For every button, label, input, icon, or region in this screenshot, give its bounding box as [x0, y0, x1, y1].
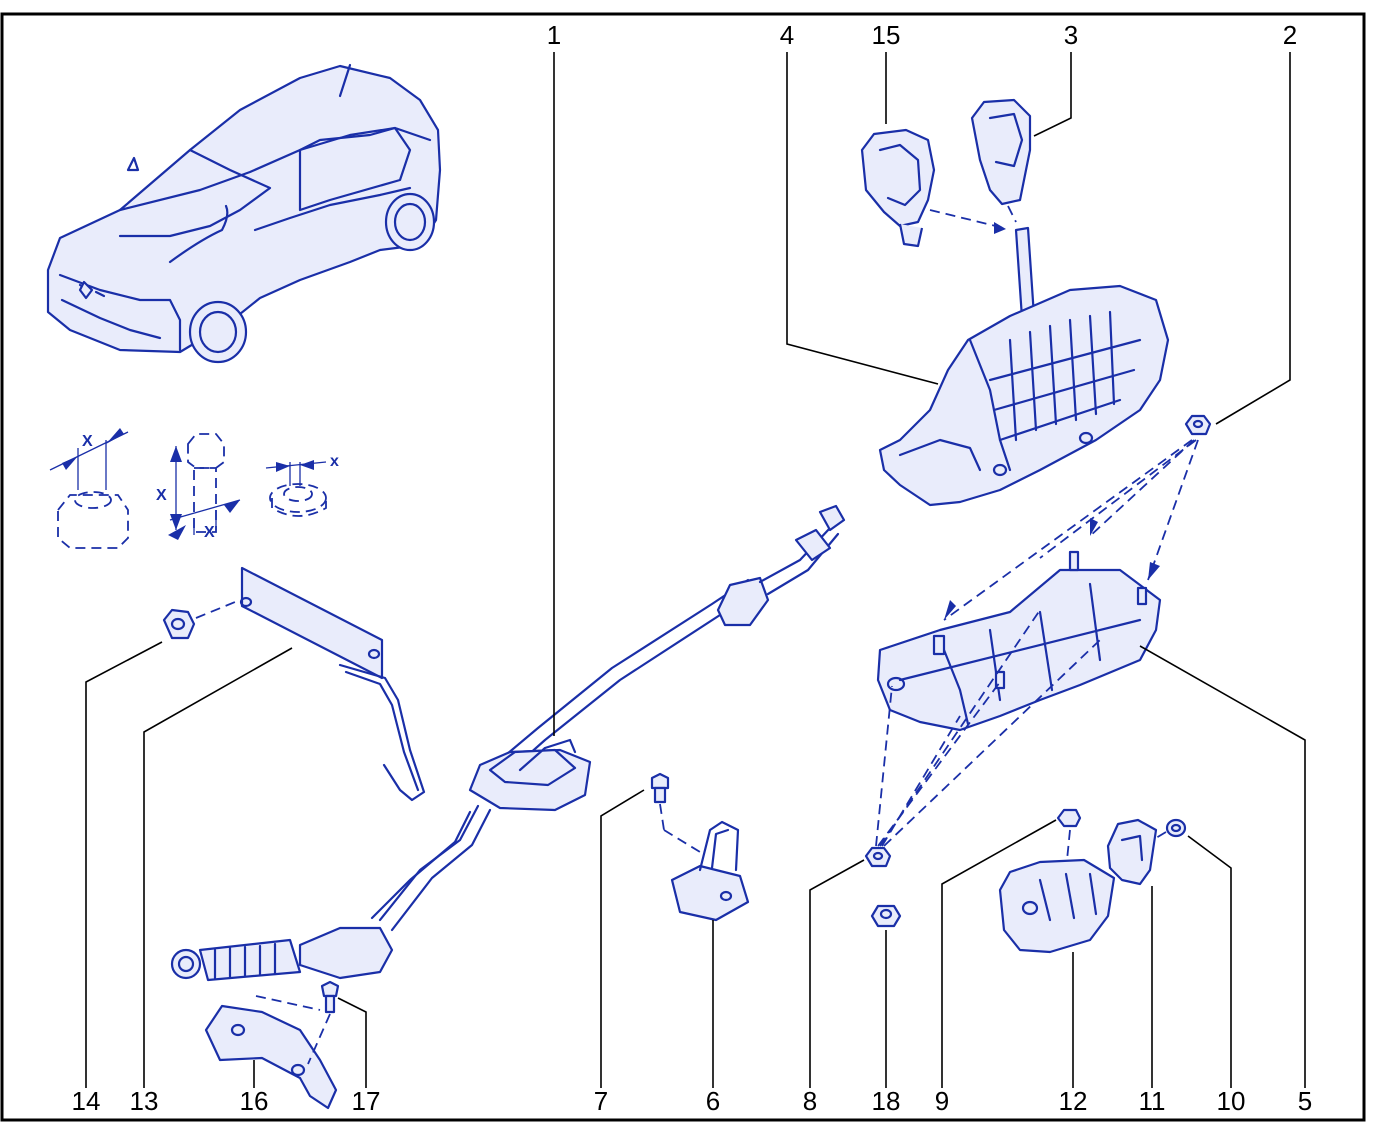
callout-2: 2 — [1283, 20, 1297, 50]
callout-1: 1 — [547, 20, 561, 50]
leader-8 — [809, 859, 865, 1088]
clip-size-icon: x — [265, 453, 339, 517]
callout-7: 7 — [594, 1086, 608, 1116]
callout-18: 18 — [872, 1086, 901, 1116]
callout-6: 6 — [706, 1086, 720, 1116]
leader-10 — [1187, 835, 1232, 1088]
bolt-part-7 — [650, 772, 670, 804]
nut-part-2 — [1184, 414, 1212, 436]
callout-16: 16 — [240, 1086, 269, 1116]
clip-dimension-label: x — [330, 453, 339, 470]
nut-part-8 — [864, 846, 892, 868]
diagram-frame — [0, 12, 1366, 1122]
car-illustration — [46, 63, 442, 364]
callout-13: 13 — [130, 1086, 159, 1116]
nut-part-9 — [1056, 808, 1082, 828]
callout-15: 15 — [872, 20, 901, 50]
gear-knob-part-15 — [860, 128, 936, 248]
leader-2 — [1215, 52, 1291, 425]
heat-shield-part-12 — [998, 858, 1116, 954]
callout-3: 3 — [1064, 20, 1078, 50]
gear-cable-part-1 — [170, 504, 846, 982]
leader-3 — [1033, 52, 1072, 137]
leader-5 — [1139, 645, 1306, 1088]
clip-part-11 — [1106, 818, 1158, 886]
leader-4 — [786, 52, 939, 385]
leader-14 — [85, 641, 163, 1088]
nut-dimension-label: X — [82, 433, 93, 450]
bracket-part-6 — [670, 820, 750, 922]
callout-8: 8 — [803, 1086, 817, 1116]
leader-9 — [941, 819, 1057, 1088]
leader-17 — [337, 997, 367, 1088]
nut-part-18 — [870, 904, 902, 928]
callout-12: 12 — [1059, 1086, 1088, 1116]
callout-17: 17 — [352, 1086, 381, 1116]
nut-size-icon: X — [49, 428, 129, 549]
bolt-part-17 — [320, 980, 340, 1014]
bolt-length-label: X — [156, 487, 167, 504]
nut-part-10 — [1165, 818, 1187, 838]
callout-10: 10 — [1217, 1086, 1246, 1116]
gear-lever-housing-part-4 — [878, 226, 1170, 507]
callout-4: 4 — [780, 20, 794, 50]
support-plate-part-13 — [239, 566, 426, 802]
bolt-diameter-label: X — [204, 524, 215, 541]
callout-5: 5 — [1298, 1086, 1312, 1116]
callout-9: 9 — [935, 1086, 949, 1116]
leader-7 — [600, 789, 645, 1088]
callout-14: 14 — [72, 1086, 101, 1116]
callout-11: 11 — [1139, 1086, 1166, 1116]
leader-13 — [143, 647, 293, 1088]
shifter-base-part-5 — [876, 550, 1162, 732]
bracket-part-16 — [204, 1004, 338, 1110]
gear-knob-part-3 — [970, 98, 1032, 223]
nut-part-14 — [162, 608, 196, 640]
bolt-size-icon: X X — [156, 433, 241, 541]
